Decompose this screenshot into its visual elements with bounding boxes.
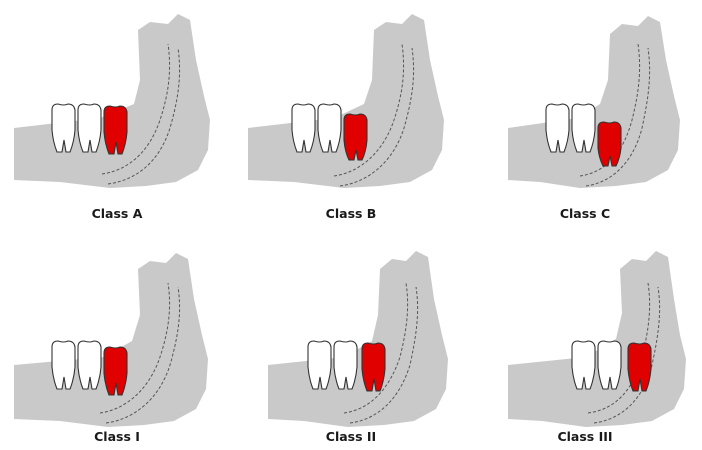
impacted-third-molar: [104, 347, 127, 395]
first-molar: [52, 104, 75, 152]
jaw-diagram-class-i: [0, 225, 234, 450]
panel-label: Class III: [468, 429, 702, 444]
first-molar: [292, 104, 315, 152]
mandible-shape: [508, 251, 686, 427]
first-molar: [52, 341, 75, 389]
jaw-diagram-class-c: [468, 0, 702, 225]
second-molar: [318, 104, 341, 152]
mandible-shape: [14, 14, 210, 188]
panel-class-b: Class B: [234, 0, 468, 225]
panel-class-a: Class A: [0, 0, 234, 225]
mandible-shape: [248, 14, 444, 188]
panel-class-ii: Class II: [234, 225, 468, 450]
panel-label: Class C: [468, 206, 702, 221]
first-molar: [546, 104, 569, 152]
first-molar: [572, 341, 595, 389]
mandible-shape: [268, 251, 448, 427]
mandible-shape: [14, 253, 208, 427]
second-molar: [572, 104, 595, 152]
panel-label: Class I: [0, 429, 234, 444]
second-molar: [598, 341, 621, 389]
impacted-third-molar: [344, 114, 367, 160]
jaw-diagram-class-iii: [468, 225, 702, 450]
panel-label: Class A: [0, 206, 234, 221]
jaw-diagram-class-b: [234, 0, 468, 225]
impacted-third-molar: [628, 343, 651, 391]
impacted-third-molar: [598, 122, 621, 166]
panel-label: Class B: [234, 206, 468, 221]
panel-class-i: Class I: [0, 225, 234, 450]
second-molar: [78, 104, 101, 152]
jaw-diagram-class-a: [0, 0, 234, 225]
jaw-diagram-class-ii: [234, 225, 468, 450]
second-molar: [78, 341, 101, 389]
panel-label: Class II: [234, 429, 468, 444]
panel-class-iii: Class III: [468, 225, 702, 450]
panel-class-c: Class C: [468, 0, 702, 225]
impacted-third-molar: [362, 343, 385, 391]
second-molar: [334, 341, 357, 389]
impacted-third-molar: [104, 106, 127, 154]
mandible-shape: [508, 16, 680, 188]
first-molar: [308, 341, 331, 389]
